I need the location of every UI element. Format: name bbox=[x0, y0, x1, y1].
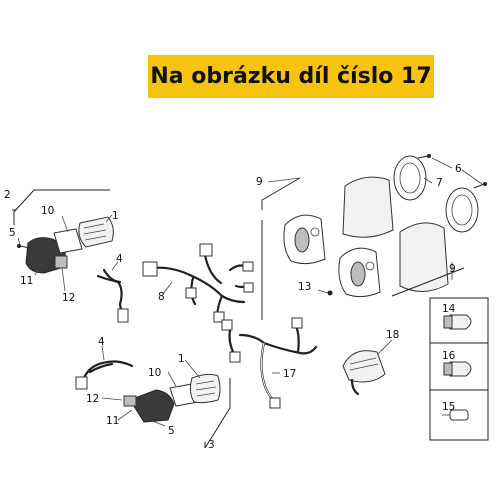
bracket-top bbox=[54, 255, 68, 269]
callout-12-top: 12 bbox=[62, 292, 75, 304]
callout-10-bottom: 10 bbox=[148, 367, 161, 379]
wire-harness-8 bbox=[142, 243, 254, 323]
callout-4-bottom: 4 bbox=[98, 336, 105, 348]
wire-harness-4-top bbox=[96, 261, 129, 323]
callout-6: 6 bbox=[455, 163, 462, 175]
part-number-banner: Na obrázku díl číslo 17 bbox=[148, 55, 434, 98]
wire-harness-17 bbox=[221, 317, 318, 409]
bezel-upper bbox=[393, 155, 427, 201]
connector-17-d bbox=[269, 397, 281, 409]
callout-9-top: 9 bbox=[256, 176, 263, 188]
callout-16: 16 bbox=[442, 350, 456, 362]
connector-8-b bbox=[185, 287, 197, 299]
connector-8-d bbox=[242, 261, 254, 272]
turn-signal-group-top bbox=[12, 189, 114, 292]
lamp-socket-top bbox=[53, 228, 83, 254]
callout-13: 13 bbox=[298, 281, 311, 293]
callout-5-bottom: 5 bbox=[168, 425, 175, 437]
indicator-housing-bottom bbox=[129, 389, 175, 423]
callout-7: 7 bbox=[436, 177, 443, 189]
callout-3: 3 bbox=[208, 439, 215, 451]
screw-6-b bbox=[473, 183, 485, 189]
connector-8-e bbox=[243, 282, 254, 293]
license-light-body bbox=[342, 350, 386, 383]
screw-6-a bbox=[417, 155, 429, 159]
bracket-bottom bbox=[123, 395, 137, 407]
headlight-group bbox=[261, 154, 487, 320]
callout-2-top: 2 bbox=[4, 189, 11, 201]
callout-8: 8 bbox=[158, 291, 165, 303]
license-light-18 bbox=[342, 339, 393, 396]
callout-5-top: 5 bbox=[9, 227, 16, 239]
callout-9-bottom: 9 bbox=[449, 263, 456, 275]
callout-4-top: 4 bbox=[116, 253, 123, 265]
connector-8-main bbox=[142, 261, 158, 277]
connector-17-c bbox=[291, 317, 303, 329]
callout-17: 17 bbox=[283, 368, 296, 380]
connector-4-bottom bbox=[75, 376, 88, 390]
connector-17-b bbox=[229, 351, 241, 363]
screw-top bbox=[19, 245, 31, 249]
turn-signal-group-bottom bbox=[75, 345, 231, 449]
bulb-14 bbox=[449, 314, 472, 330]
connector-4-top bbox=[117, 308, 129, 323]
callout-11-bottom: 11 bbox=[106, 415, 119, 427]
connector-8-c bbox=[213, 311, 225, 323]
callout-12-bottom: 12 bbox=[86, 393, 99, 405]
callout-18: 18 bbox=[386, 329, 399, 341]
callout-14: 14 bbox=[442, 303, 456, 315]
callout-1-bottom: 1 bbox=[178, 353, 185, 365]
screw-13 bbox=[327, 290, 333, 296]
callout-11-top: 11 bbox=[20, 275, 33, 287]
headlight-unit-upper bbox=[342, 176, 394, 238]
bulb-box-frame bbox=[429, 297, 489, 441]
headlight-unit-lower bbox=[399, 222, 449, 292]
callout-1-top: 1 bbox=[112, 210, 119, 222]
callout-15: 15 bbox=[442, 401, 455, 413]
bulb-boxes bbox=[429, 297, 489, 441]
connector-17-a bbox=[221, 319, 233, 331]
callout-10-top: 10 bbox=[41, 205, 54, 217]
connector-8-a bbox=[199, 243, 213, 257]
bezel-lower bbox=[445, 187, 479, 233]
bulb-16 bbox=[449, 361, 472, 377]
callout-labels: 2 10 1 5 4 11 12 8 9 6 7 9 13 14 16 15 1… bbox=[4, 163, 462, 451]
